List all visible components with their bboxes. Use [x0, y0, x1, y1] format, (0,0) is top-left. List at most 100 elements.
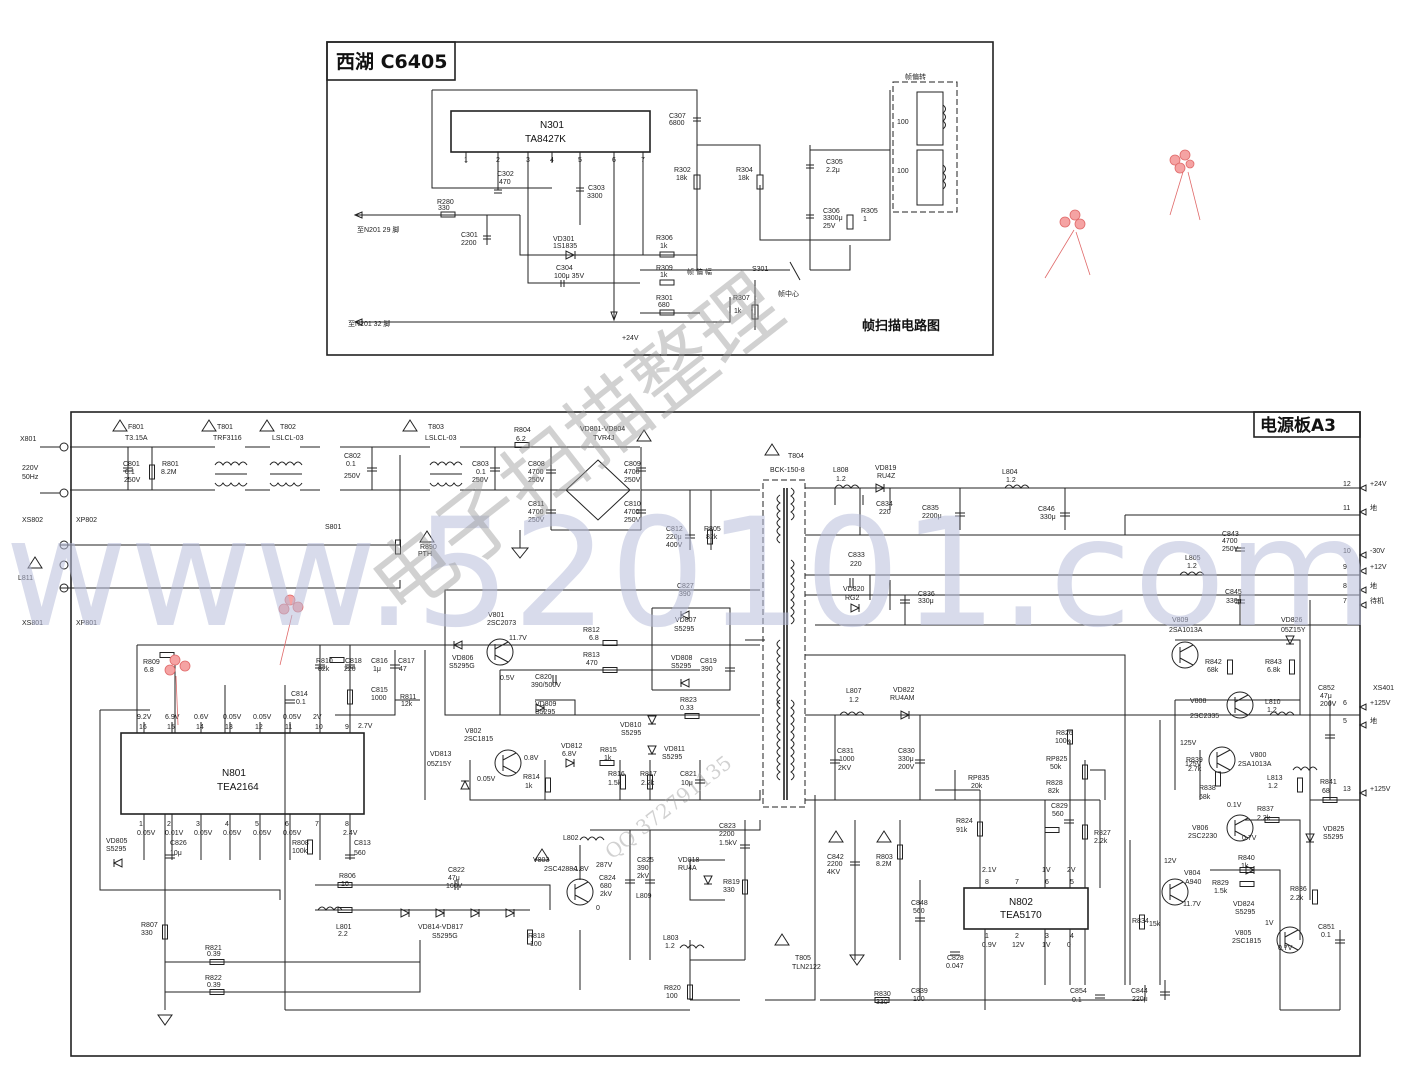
- lower-label: R814: [523, 774, 540, 781]
- resistor-symbol: [395, 539, 401, 555]
- transistor-symbol: [494, 749, 522, 777]
- ic-pin-voltage: 0.01V: [165, 830, 184, 837]
- lower-label: 680: [600, 883, 612, 890]
- transistor-symbol: [1226, 814, 1254, 842]
- lower-label: VD807: [675, 617, 697, 624]
- upper-capacitors: [483, 117, 814, 287]
- capacitor-symbol: [285, 699, 295, 704]
- lower-label: 1.2: [1267, 707, 1277, 714]
- upper-label: R304: [736, 167, 753, 174]
- diode-symbol: [1245, 865, 1256, 875]
- upper-label: R280: [437, 199, 454, 206]
- lower-label: C815: [371, 687, 388, 694]
- ic-n801-ref: N801: [222, 768, 246, 779]
- frame-yoke-box: [892, 81, 958, 213]
- resistor-symbol: [329, 657, 345, 663]
- lower-label: V808: [1190, 698, 1206, 705]
- capacitor-symbol: [546, 509, 556, 514]
- plug-circles: [59, 442, 69, 593]
- warning-triangles: [27, 419, 892, 946]
- output-voltage-label: +125V: [1370, 700, 1391, 707]
- lower-label: 560: [354, 850, 366, 857]
- lower-label: R820: [664, 985, 681, 992]
- upper-label: C301: [461, 232, 478, 239]
- lower-label: R824: [956, 818, 973, 825]
- lower-label: S5295G: [432, 933, 458, 940]
- lower-label: R808: [292, 840, 309, 847]
- ground-symbols: [157, 547, 865, 1026]
- lower-label: R834: [1132, 918, 1149, 925]
- capacitor-symbol: [552, 675, 557, 685]
- lower-label: S5295: [674, 626, 694, 633]
- ic-pin-number: 5: [255, 821, 259, 828]
- capacitor-symbol: [1325, 734, 1335, 739]
- ic-pin-number: 5: [1070, 879, 1074, 886]
- lower-label: 100k: [292, 848, 308, 855]
- output-voltage-label: -30V: [1370, 548, 1385, 555]
- lower-label: 6.8V: [562, 751, 577, 758]
- lower-label: R811: [400, 694, 416, 701]
- lower-label: 2.2k: [1094, 838, 1108, 845]
- lower-label: T805: [795, 955, 811, 962]
- ic-pin-number: 1: [139, 821, 143, 828]
- lower-label: C836: [918, 591, 935, 598]
- ic-n802-part: TEA5170: [1000, 910, 1042, 921]
- lower-label: 2SC2073: [487, 620, 516, 627]
- lower-label: C825: [637, 857, 654, 864]
- lower-label: C831: [837, 748, 854, 755]
- resistor-symbol: [602, 667, 618, 673]
- ic-pin-number: 6: [1045, 879, 1049, 886]
- lower-label: V803: [533, 857, 549, 864]
- lower-label: 4700: [1222, 538, 1238, 545]
- ic-pin-number: 10: [315, 724, 323, 731]
- lower-label: R806: [339, 873, 356, 880]
- resistor-symbol: [527, 929, 533, 945]
- ic-n801-part: TEA2164: [217, 782, 259, 793]
- lower-label: 50k: [1050, 764, 1062, 771]
- upper-label: 2.2μ: [826, 167, 840, 174]
- lower-label: C839: [911, 988, 928, 995]
- lower-label: C809: [624, 461, 641, 468]
- transistor-symbol: [1208, 746, 1236, 774]
- upper-label: 680: [658, 302, 670, 309]
- lower-label: C848: [911, 900, 928, 907]
- ic-pin-voltage: 2.4V: [343, 830, 358, 837]
- lower-label: R827: [1094, 830, 1111, 837]
- lower-label: 2SA1013A: [1238, 761, 1272, 768]
- lower-label: C810: [624, 501, 641, 508]
- lower-label: 2SC1815: [464, 736, 493, 743]
- lower-label: 1k: [604, 755, 612, 762]
- lower-label: BCK-150-8: [770, 467, 805, 474]
- lower-label: C820: [535, 674, 552, 681]
- capacitor-symbol: [1095, 994, 1105, 999]
- output-voltage-label: 地: [1370, 581, 1377, 590]
- lower-label: 8.2M: [876, 861, 892, 868]
- ic-pin-number: 16: [139, 724, 147, 731]
- lower-label: 1000: [371, 695, 387, 702]
- ic-n801-pins: 9.2V166.9V150.6V140.05V130.05V120.05V112…: [137, 714, 358, 860]
- diode-symbol: [703, 875, 713, 886]
- lower-label: R838: [1199, 785, 1216, 792]
- lower-label: LSLCL-03: [272, 435, 304, 442]
- output-voltage-label: +24V: [1370, 481, 1387, 488]
- lower-label: RU4AM: [890, 695, 915, 702]
- lower-label: 1.2: [1268, 783, 1278, 790]
- lower-label: 250V: [344, 473, 361, 480]
- diode-symbol: [1305, 833, 1315, 844]
- lower-label: C852: [1318, 685, 1335, 692]
- lower-label: 2SC2230: [1188, 833, 1217, 840]
- ic-pin-number: 4: [1070, 933, 1074, 940]
- lower-label: 125V: [1180, 740, 1197, 747]
- lower-label: 0.1: [1321, 932, 1331, 939]
- lower-label: 250V: [1222, 546, 1239, 553]
- lower-label: C813: [354, 840, 371, 847]
- resistor-symbol: [684, 713, 700, 719]
- diode-symbol: [679, 678, 690, 688]
- lower-label: 220μ: [1132, 996, 1148, 1003]
- lower-label: S5295: [106, 846, 126, 853]
- lower-label: 330: [141, 930, 153, 937]
- diode-symbol: [470, 908, 481, 918]
- lower-label: 1.5k: [608, 780, 622, 787]
